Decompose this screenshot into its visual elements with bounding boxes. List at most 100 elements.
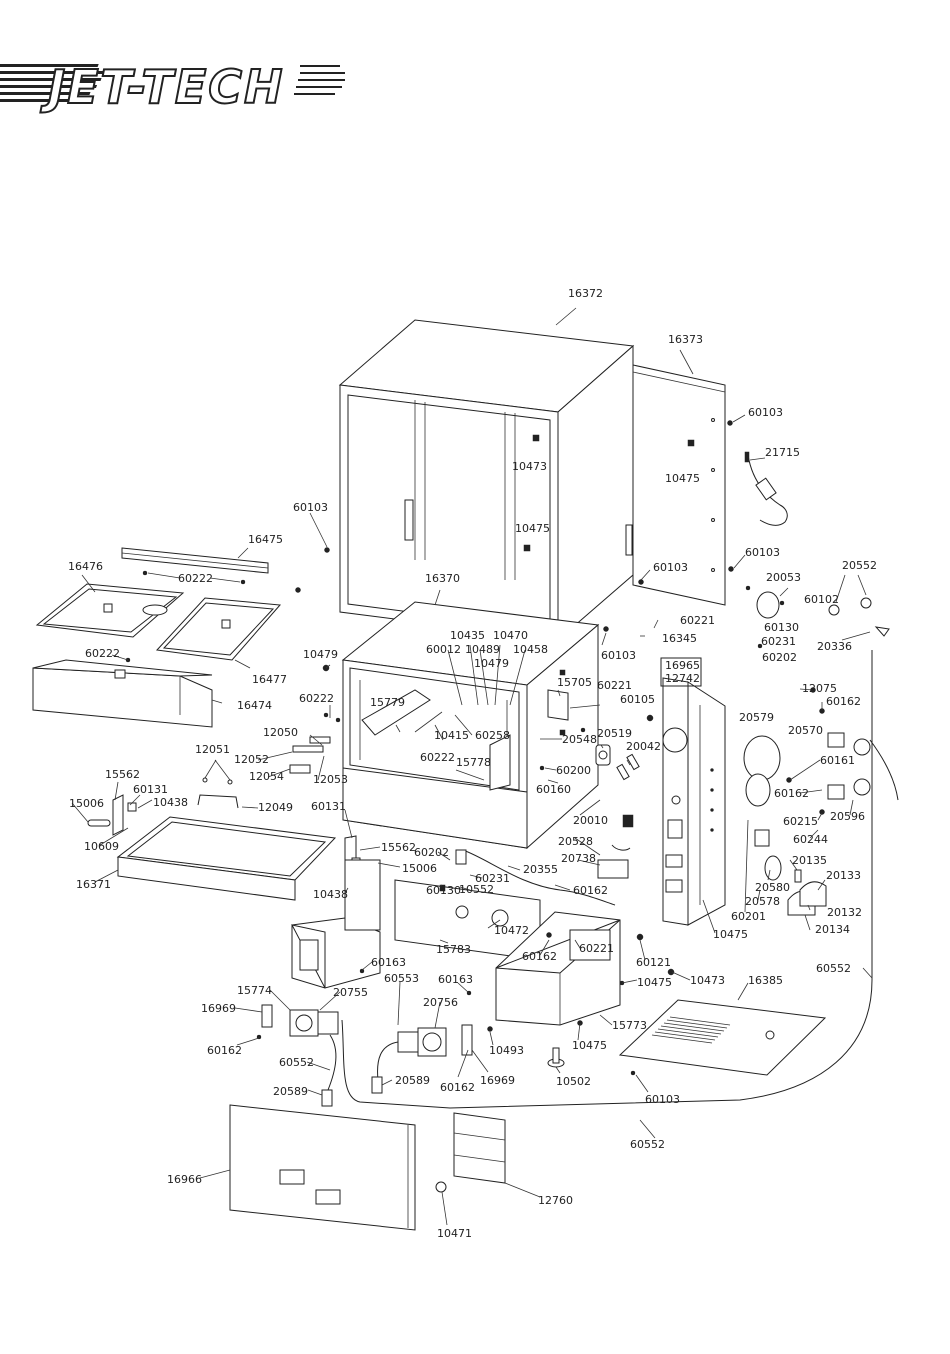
label-16969: 16969 [480,1074,515,1087]
label-60202: 60202 [762,651,797,664]
switch-20519 [595,744,611,766]
label-15779: 15779 [370,696,405,709]
label-20578: 20578 [745,895,780,908]
label-60163: 60163 [371,956,406,969]
label-16385: 16385 [748,974,783,987]
label-60258: 60258 [475,729,510,742]
label-16370: 16370 [425,572,460,585]
leader-lines [71,307,873,1226]
label-60215: 60215 [783,815,818,828]
part-labels: 16372 16373 60103 10473 10475 21715 1047… [68,287,877,1240]
spring-12050 [289,736,331,774]
label-10475: 10475 [572,1039,607,1052]
label-60162: 60162 [440,1081,475,1094]
handle-12049 [197,777,239,809]
label-10502: 10502 [556,1075,591,1088]
label-20010: 20010 [573,814,608,827]
label-12049: 12049 [258,801,293,814]
label-60552: 60552 [816,962,851,975]
label-16373: 16373 [668,333,703,346]
label-60162: 60162 [207,1044,242,1057]
label-10475: 10475 [665,472,700,485]
label-60103: 60103 [653,561,688,574]
label-15773: 15773 [612,1019,647,1032]
label-20570: 20570 [788,724,823,737]
label-10479: 10479 [303,648,338,661]
label-10609: 10609 [84,840,119,853]
label-20053: 20053 [766,571,801,584]
label-12054: 12054 [249,770,284,783]
label-60131: 60131 [133,783,168,796]
label-60552: 60552 [630,1138,665,1151]
box-15773 [495,911,621,1026]
label-20589: 20589 [395,1074,430,1087]
pin-15006 [87,819,111,827]
label-12051: 12051 [195,743,230,756]
label-15006: 15006 [402,862,437,875]
label-10475: 10475 [515,522,550,535]
label-60131: 60131 [311,800,346,813]
label-20135: 20135 [792,854,827,867]
box-20738 [597,814,634,879]
label-16345: 16345 [662,632,697,645]
label-15705: 15705 [557,676,592,689]
label-60105: 60105 [620,693,655,706]
label-10493: 10493 [489,1044,524,1057]
label-60162: 60162 [522,950,557,963]
label-60102: 60102 [804,593,839,606]
label-20579: 20579 [739,711,774,724]
label-16966: 16966 [167,1173,202,1186]
label-60202: 60202 [414,846,449,859]
label-10489: 10489 [465,643,500,656]
nozzle-20589 [321,1034,383,1107]
label-60103: 60103 [748,406,783,419]
label-10475: 10475 [637,976,672,989]
tray-16474 [32,659,213,728]
label-60130: 60130 [426,884,461,897]
nuts-20552 [828,597,890,637]
label-60162: 60162 [774,787,809,800]
label-10471: 10471 [437,1227,472,1240]
foot-10502 [547,1047,565,1068]
control-panel-16965 [662,677,726,926]
top-rail-16475 [121,547,269,574]
label-60244: 60244 [793,833,828,846]
hinge-15562 [112,794,137,836]
label-16969: 16969 [201,1002,236,1015]
label-60163: 60163 [438,973,473,986]
label-60553: 60553 [384,972,419,985]
label-60162: 60162 [826,695,861,708]
label-10479: 10479 [474,657,509,670]
label-12052: 12052 [234,753,269,766]
label-20738: 20738 [561,852,596,865]
label-60221: 60221 [597,679,632,692]
label-20132: 20132 [827,906,862,919]
indicators-20042 [616,753,640,781]
cover-16385 [618,999,827,1076]
pump-20756 [377,1024,473,1081]
label-15006: 15006 [69,797,104,810]
label-60552: 60552 [279,1056,314,1069]
label-20755: 20755 [333,986,368,999]
label-60231: 60231 [761,635,796,648]
label-60222: 60222 [85,647,120,660]
label-60162: 60162 [573,884,608,897]
label-60222: 60222 [420,751,455,764]
label-20596: 20596 [830,810,865,823]
label-12050: 12050 [263,726,298,739]
label-10552: 10552 [459,883,494,896]
label-16477: 16477 [252,673,287,686]
label-15774: 15774 [237,984,272,997]
label-20580: 20580 [755,881,790,894]
label-16371: 16371 [76,878,111,891]
label-20528: 20528 [558,835,593,848]
label-20756: 20756 [423,996,458,1009]
label-10458: 10458 [513,643,548,656]
label-10473: 10473 [512,460,547,473]
pump-20755 [261,1004,339,1037]
label-10470: 10470 [493,629,528,642]
knob-10471 [435,1181,447,1193]
label-60221: 60221 [579,942,614,955]
label-21715: 21715 [765,446,800,459]
cable-60552 [341,650,873,1109]
